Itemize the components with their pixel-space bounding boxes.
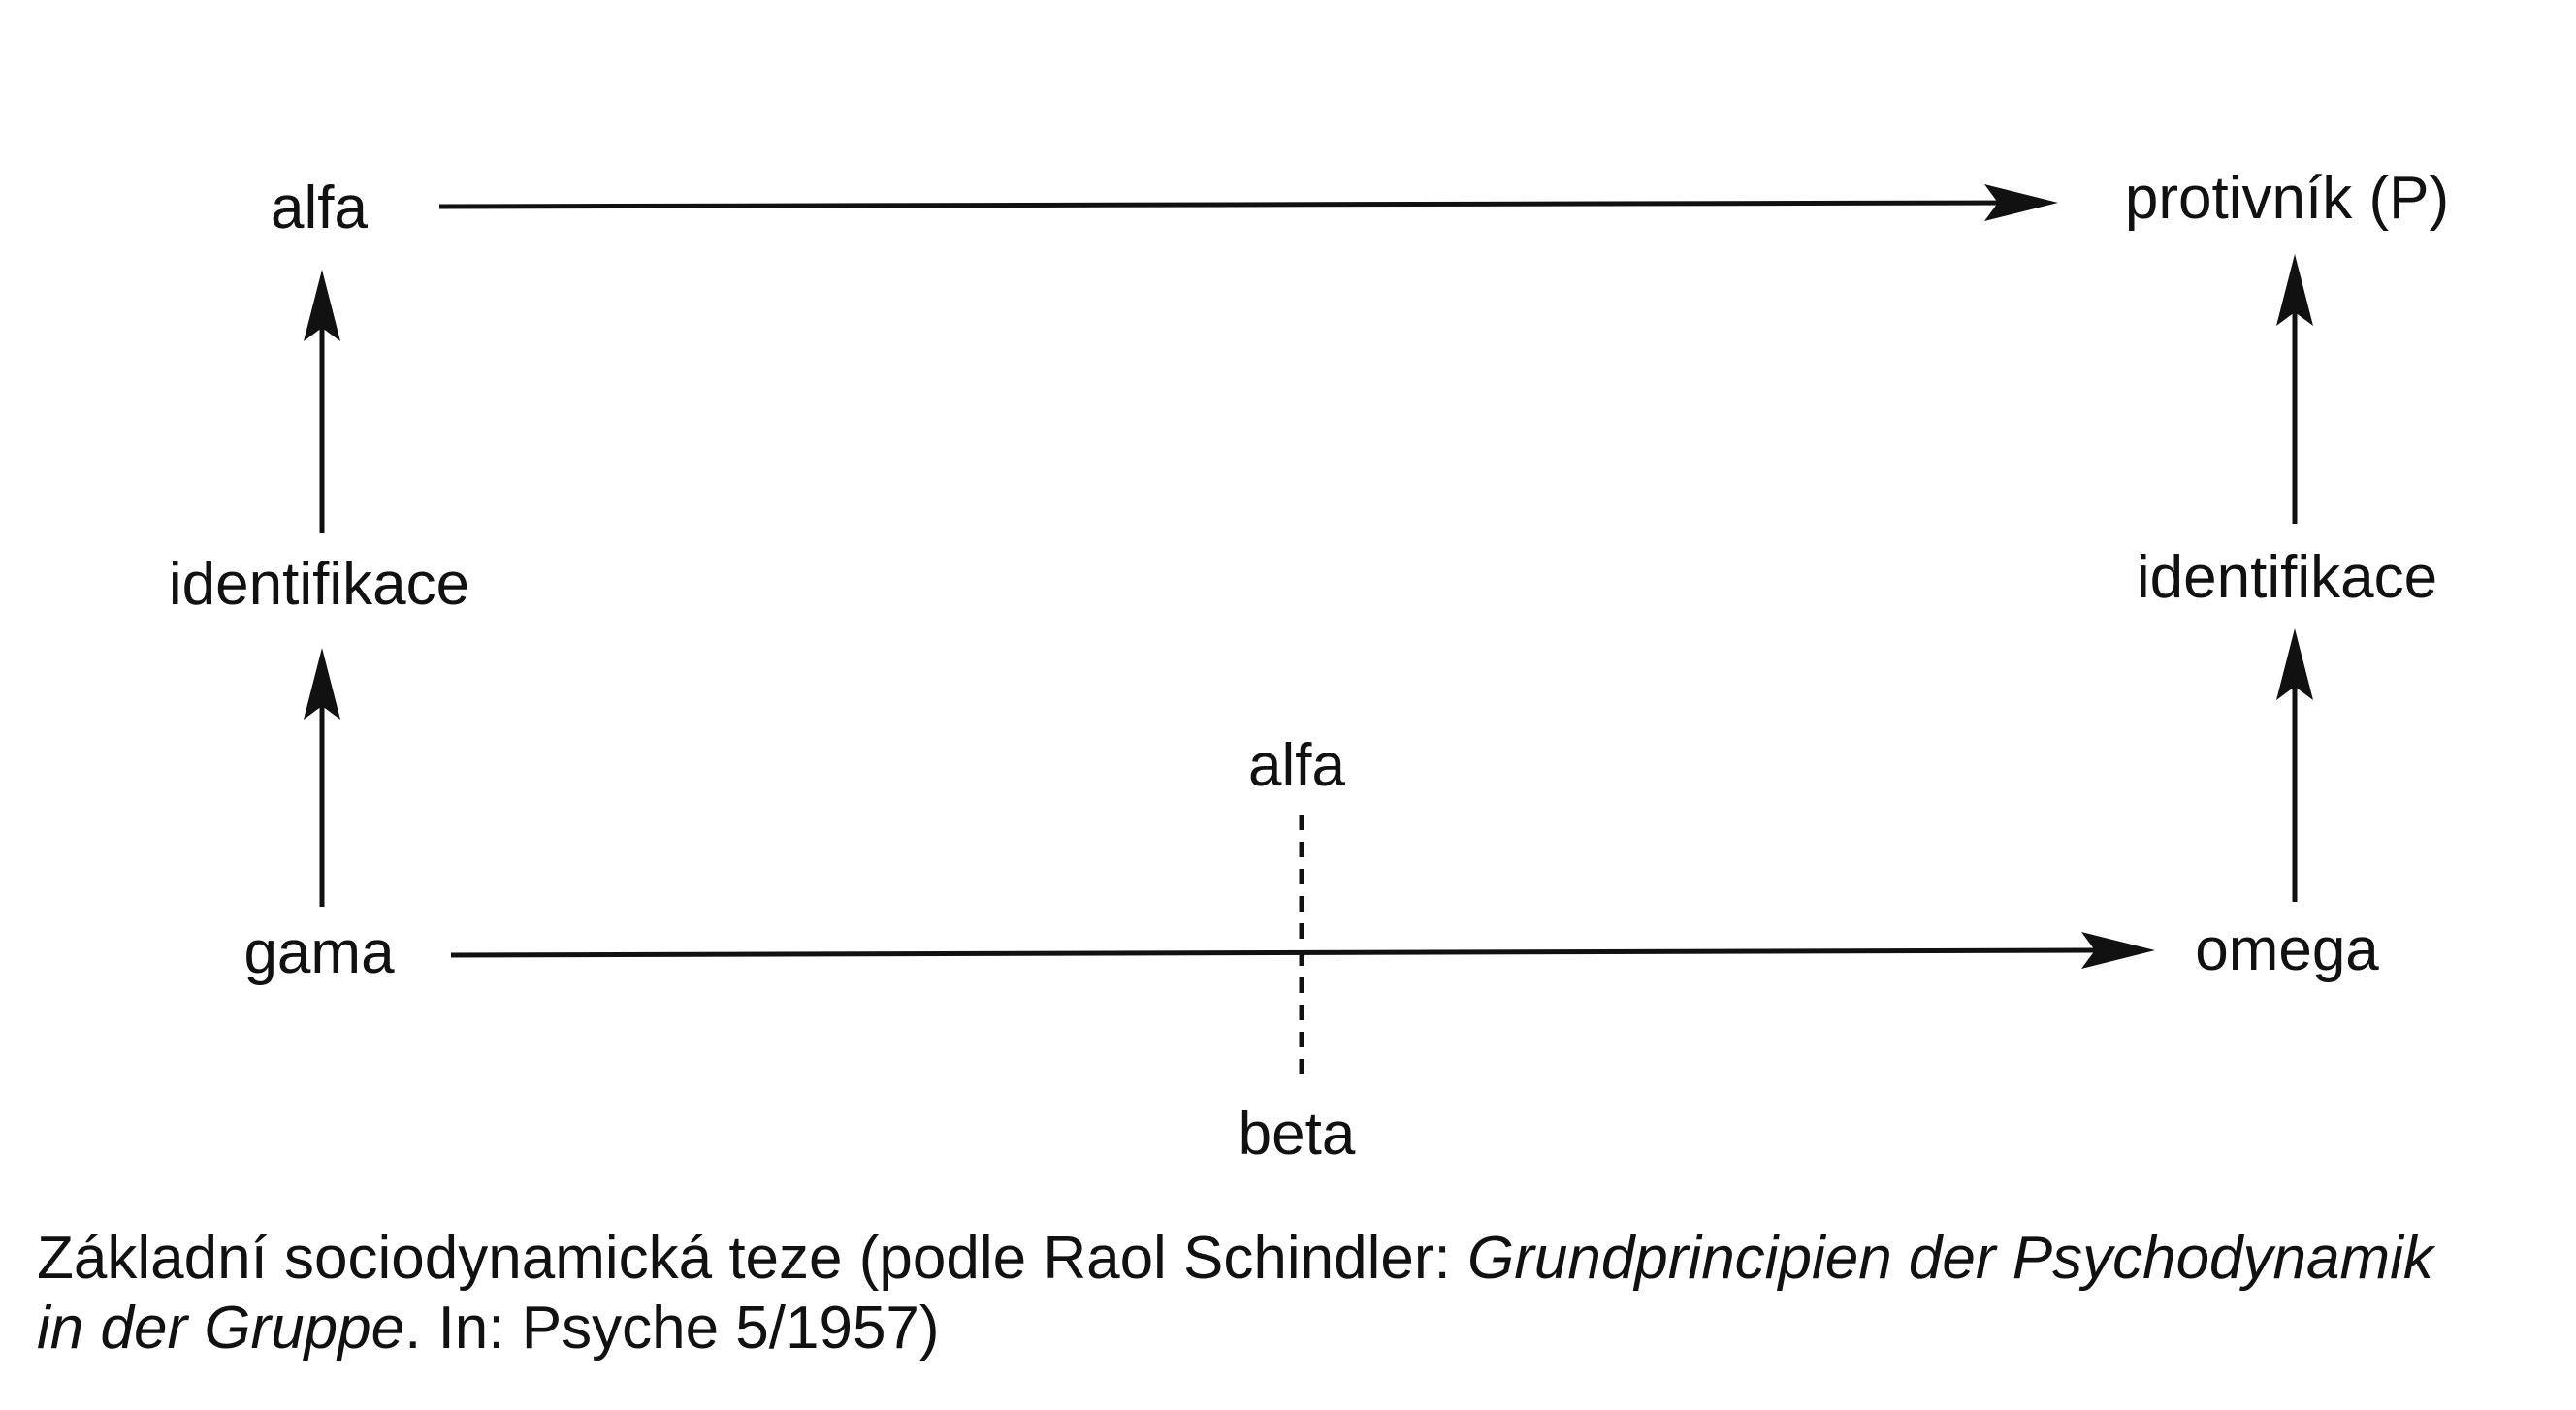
node-alfa-middle: alfa	[1248, 732, 1345, 799]
arrow-alfa-to-protivnik	[438, 184, 2058, 221]
node-identifikace-right: identifikace	[2136, 544, 2438, 611]
caption-text-end: . In: Psyche 5/1957)	[404, 1295, 940, 1362]
arrow-identifikace-left-to-alfa	[304, 270, 340, 533]
node-identifikace-left: identifikace	[168, 551, 470, 618]
node-omega: omega	[2195, 916, 2379, 983]
figure-caption: Základní sociodynamická teze (podle Raol…	[37, 1224, 2462, 1363]
arrow-omega-to-identifikace-right	[2276, 628, 2313, 902]
caption-text-start: Základní sociodynamická teze (podle Raol…	[37, 1225, 1467, 1292]
arrow-gama-to-identifikace-left	[304, 648, 340, 907]
arrow-identifikace-right-to-protivnik	[2276, 254, 2313, 524]
node-protivnik: protivník (P)	[2124, 165, 2450, 232]
node-alfa-top: alfa	[271, 175, 368, 241]
node-gama: gama	[243, 919, 395, 986]
node-beta: beta	[1238, 1101, 1356, 1168]
caption-cited-title: Grundprincipien der Psychodynamik in der…	[37, 1225, 2433, 1362]
arrow-gama-to-omega	[450, 932, 2155, 969]
